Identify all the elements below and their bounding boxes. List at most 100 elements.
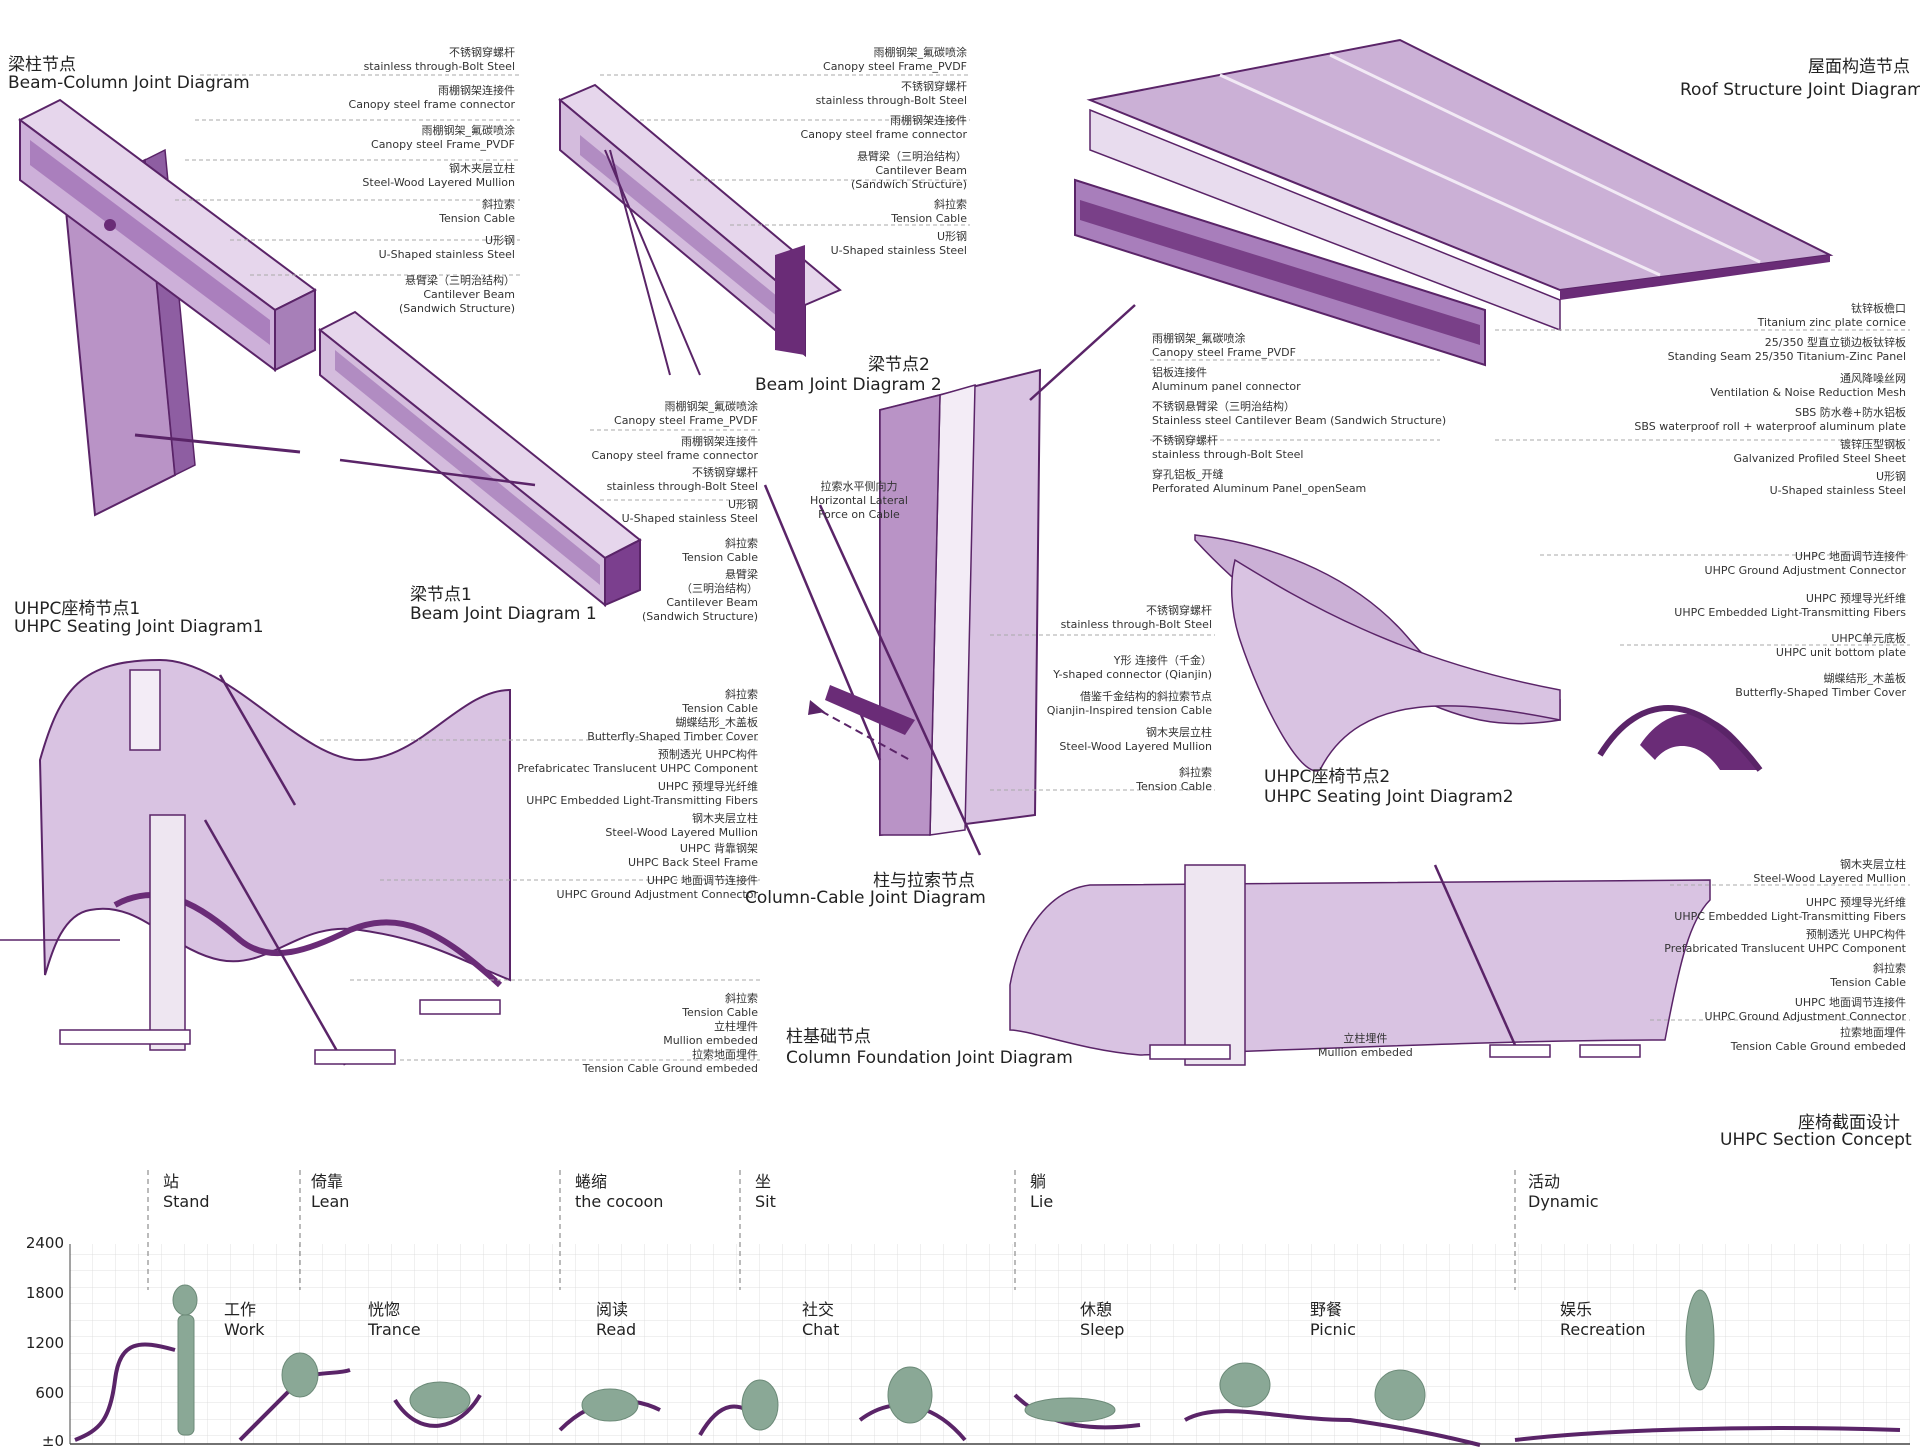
figure-read xyxy=(581,1388,639,1422)
seat2-drawing xyxy=(1194,534,1763,772)
b1-cable xyxy=(339,458,536,487)
seat1-cable2 xyxy=(203,819,347,1066)
beam-column-drawing xyxy=(18,98,317,517)
bc-beam-band xyxy=(30,140,270,345)
b2-band xyxy=(580,135,800,335)
y-tick-1200: 1200 xyxy=(25,1334,64,1352)
b1-label-5: 悬臂梁（三明治结构）Cantilever Beam(Sandwich Struc… xyxy=(642,568,758,623)
bc-cable xyxy=(134,433,301,454)
y-tick-1800: 1800 xyxy=(25,1284,64,1302)
y-tick-0: ±0 xyxy=(41,1432,64,1450)
beam2-title-en: Beam Joint Diagram 2 xyxy=(755,375,942,395)
figure-picnic-b xyxy=(1374,1369,1426,1421)
roof-left-label-2: 不锈钢悬臂梁（三明治结构）Stainless steel Cantilever … xyxy=(1152,400,1447,427)
foundation-title-en: Column Foundation Joint Diagram xyxy=(786,1048,1073,1068)
figure-stand xyxy=(172,1284,198,1316)
seat1-title-en: UHPC Seating Joint Diagram1 xyxy=(14,617,264,637)
roof-title-cn: 屋面构造节点 xyxy=(1808,57,1910,77)
beam-column-title-en: Beam-Column Joint Diagram xyxy=(8,73,250,93)
foundation-drawing xyxy=(1009,864,1711,1066)
chart-grid xyxy=(70,1244,1910,1444)
leader-lines xyxy=(175,74,1910,1061)
cc-label-1: Y形 连接件（千金）Y-shaped connector (Qianjin) xyxy=(1053,654,1212,681)
beam-column-title-cn: 梁柱节点 xyxy=(8,55,76,75)
cc-column-side xyxy=(879,394,941,836)
cc-cable-top xyxy=(1029,304,1136,401)
beam2-drawing xyxy=(558,83,842,376)
found-mullion xyxy=(1184,864,1246,1066)
b1-end xyxy=(604,538,641,607)
cc-cable-b xyxy=(818,504,982,856)
bc-label-6: 悬臂梁（三明治结构）Cantilever Beam(Sandwich Struc… xyxy=(399,274,515,315)
seat1-cable xyxy=(218,674,297,806)
found-shell xyxy=(1009,879,1711,1056)
roof-beam-band xyxy=(1080,200,1480,345)
column-cable-title-en: Column-Cable Joint Diagram xyxy=(745,888,986,908)
curve-picnic xyxy=(1184,1409,1481,1447)
curve-sleep xyxy=(1013,1393,1141,1430)
figure-picnic-a xyxy=(1219,1362,1271,1408)
seat2-shell xyxy=(1230,558,1561,772)
beam1-drawing xyxy=(318,310,642,608)
roof-cornice xyxy=(1560,255,1830,300)
bc-beam-end xyxy=(274,288,316,372)
seat2-title-en: UHPC Seating Joint Diagram2 xyxy=(1264,787,1514,807)
seat2-rib xyxy=(1640,713,1760,770)
curve-trance xyxy=(393,1394,482,1428)
b2-cable2 xyxy=(609,149,671,376)
foundation-title-cn: 柱基础节点 xyxy=(786,1027,871,1047)
figure-trance xyxy=(409,1381,471,1419)
section-chart xyxy=(69,1170,1910,1447)
beam2-title-cn: 梁节点2 xyxy=(868,355,930,375)
figure-work xyxy=(281,1352,319,1398)
seat1-title-cn: UHPC座椅节点1 xyxy=(14,599,141,619)
seat1-mullion-top xyxy=(129,669,161,751)
section-title-en: UHPC Section Concept xyxy=(1720,1130,1912,1150)
